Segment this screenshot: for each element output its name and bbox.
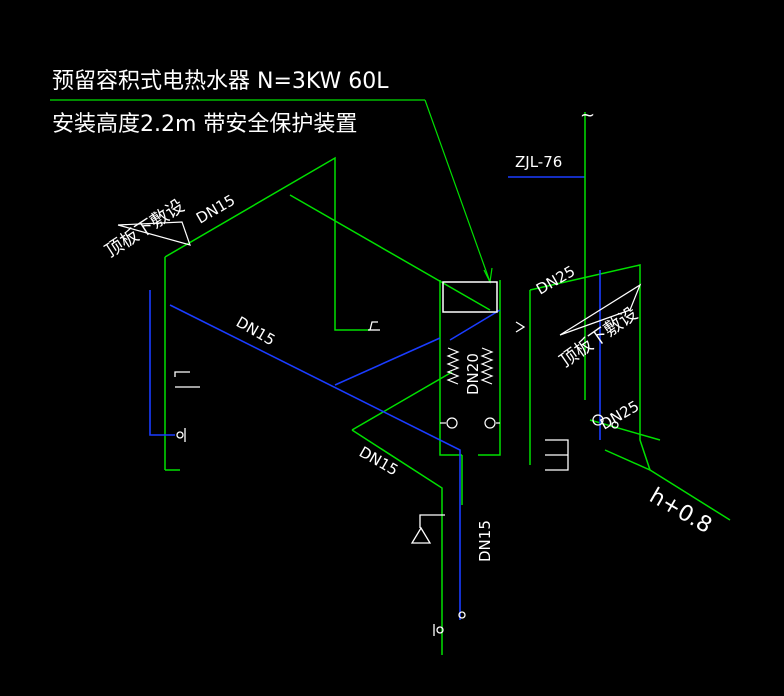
valve-icon bbox=[611, 421, 619, 429]
elevation-label: h+0.8 bbox=[645, 484, 716, 539]
dn15-bottom-label: DN15 bbox=[356, 443, 401, 480]
valve-icon bbox=[176, 431, 184, 439]
ceiling-flag-right: 顶板下敷设 bbox=[556, 283, 642, 372]
dn15-blue-label: DN15 bbox=[233, 313, 278, 350]
dn20-label: DN20 bbox=[464, 353, 482, 395]
heater-note-line1: 预留容积式电热水器 N=3KW 60L bbox=[52, 69, 389, 94]
dn15-top-label: DN15 bbox=[193, 191, 238, 228]
break-mark-icon: ~ bbox=[580, 105, 595, 126]
heater-right-pipe bbox=[478, 280, 501, 456]
arrow-icon bbox=[515, 321, 526, 333]
check-valve-line bbox=[419, 514, 445, 528]
ceiling-label-right: 顶板下敷设 bbox=[556, 303, 642, 372]
flag-left-icon bbox=[117, 221, 191, 246]
valve-icon bbox=[484, 417, 496, 429]
valve-icon bbox=[436, 626, 444, 634]
water-heater-box-icon bbox=[442, 281, 498, 313]
valve-icon bbox=[458, 611, 466, 619]
pipe-size-labels: DN15 DN15 DN15 DN15 DN20 DN25 DN25 h+0.8 bbox=[193, 191, 716, 562]
left-blue-vertical bbox=[149, 290, 175, 436]
blue-to-heater bbox=[334, 337, 441, 386]
blue-pipe-network bbox=[149, 270, 601, 620]
dn15-vertical-label: DN15 bbox=[476, 520, 494, 562]
mid-diagonal bbox=[351, 371, 453, 431]
valve-icon bbox=[592, 414, 604, 426]
right-loop-pipe bbox=[529, 264, 652, 472]
faucet-icon bbox=[369, 321, 378, 331]
top-run-pipe bbox=[164, 156, 370, 331]
check-valve-icon bbox=[410, 526, 432, 544]
water-heater bbox=[440, 281, 500, 429]
coil-right-icon bbox=[480, 347, 494, 385]
riser-label: ZJL-76 bbox=[515, 153, 562, 171]
diagonal-to-heater bbox=[289, 194, 491, 311]
fixtures bbox=[174, 321, 619, 636]
ceiling-label-left: 顶板下敷设 bbox=[101, 196, 188, 263]
green-pipe-network bbox=[164, 156, 731, 655]
heater-note: 预留容积式电热水器 N=3KW 60L 安装高度2.2m 带安全保护装置 bbox=[50, 69, 493, 284]
ceiling-flag-left: 顶板下敷设 bbox=[101, 196, 191, 263]
long-blue-diagonal bbox=[169, 304, 461, 620]
note-leader bbox=[424, 99, 491, 283]
blue-heater-top bbox=[449, 309, 501, 341]
elevation-leader bbox=[649, 469, 731, 521]
valve-icon bbox=[174, 371, 190, 377]
flag-right-icon bbox=[559, 283, 642, 336]
valve-icon bbox=[446, 417, 458, 429]
coil-left-icon bbox=[446, 347, 460, 385]
bottom-green-pipe bbox=[351, 429, 443, 655]
heater-note-line2: 安装高度2.2m 带安全保护装置 bbox=[52, 112, 357, 137]
riser-zjl76: ZJL-76 ~ bbox=[508, 105, 595, 400]
dn25-top-label: DN25 bbox=[533, 262, 578, 299]
